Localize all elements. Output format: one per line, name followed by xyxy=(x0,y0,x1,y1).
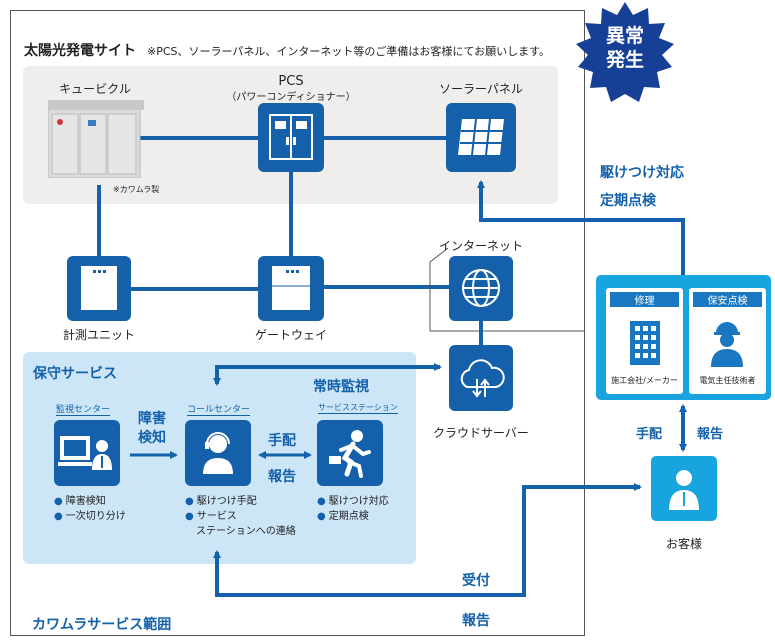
cloud-server-box xyxy=(449,345,513,411)
badge-line-2: 発生 xyxy=(605,49,644,71)
measurement-unit-icon xyxy=(81,266,117,310)
service-station-bullets: 駆けつけ対応 定期点検 xyxy=(317,494,389,524)
globe-icon xyxy=(462,269,500,307)
site-note: ※PCS、ソーラーパネル、インターネット等のご準備はお客様にてお願いします。 xyxy=(147,45,550,58)
bullet-item: 駆けつけ対応 xyxy=(317,494,389,509)
running-person-icon xyxy=(329,430,371,478)
solar-label: ソーラーパネル xyxy=(439,82,523,96)
pcs-icon xyxy=(269,114,313,160)
gateway-label: ゲートウェイ xyxy=(254,328,328,342)
right-arrange-label: 手配 xyxy=(636,427,663,442)
bullet-continuation: ステーションへの連絡 xyxy=(196,526,296,537)
bottom-report-label: 報告 xyxy=(462,613,490,629)
arrow-cloud-callcenter xyxy=(213,363,442,386)
monitoring-center-box xyxy=(54,420,120,486)
repair-card: 修理 施工会社/メーカー xyxy=(606,288,683,394)
repair-caption: 施工会社/メーカー xyxy=(611,376,678,385)
engineer-helmet-icon xyxy=(711,322,743,367)
monitor-operator-icon xyxy=(58,436,112,470)
building-icon xyxy=(630,321,660,365)
constant-monitoring-label: 常時監視 xyxy=(313,379,369,395)
repair-heading: 修理 xyxy=(610,292,679,307)
cloud-icon xyxy=(460,359,505,398)
bullet-item: 駆けつけ手配 xyxy=(185,494,296,509)
headset-operator-icon xyxy=(203,432,233,474)
call-center-label: コールセンター xyxy=(187,402,251,416)
monitoring-center-label: 監視センター xyxy=(56,402,111,416)
customer-label: お客様 xyxy=(665,537,703,551)
cloud-server-label: クラウドサーバー xyxy=(433,426,529,440)
cubicle-image-icon xyxy=(48,100,144,178)
bullet-item: 一次切り分け xyxy=(54,509,126,524)
service-station-label: サービスステーション xyxy=(318,403,398,414)
periodic-inspection-label: 定期点検 xyxy=(600,193,656,209)
call-center-bullets: 駆けつけ手配 サービス ステーションへの連絡 xyxy=(185,494,296,539)
cubicle-note: ※カワムラ製 xyxy=(113,185,160,194)
bullet-item: 定期点検 xyxy=(317,509,389,524)
service-scope-frame xyxy=(10,10,585,636)
service-station-box xyxy=(317,420,383,486)
fault-detection-line-2: 検知 xyxy=(138,430,166,446)
gateway-icon xyxy=(272,266,310,310)
service-scope-label: カワムラサービス範囲 xyxy=(32,617,172,633)
alert-badge-icon xyxy=(576,2,674,102)
reception-label: 受付 xyxy=(462,573,490,589)
solar-box xyxy=(446,103,516,172)
customer-person-icon xyxy=(669,470,699,510)
site-title: 太陽光発電サイト xyxy=(24,43,136,59)
fault-detection-line-1: 障害 xyxy=(138,411,166,427)
measurement-unit-box xyxy=(67,256,131,321)
bullet-item: 障害検知 xyxy=(54,494,126,509)
arrange-label: 手配 xyxy=(268,433,296,449)
gateway-box xyxy=(258,256,324,321)
arrow-uketsuke xyxy=(440,483,642,597)
maintenance-service-title: 保守サービス xyxy=(33,366,117,382)
bullet-item: サービス xyxy=(185,509,296,524)
call-center-box xyxy=(185,420,251,486)
arrow-pro-to-solar xyxy=(477,180,685,275)
solar-panel-icon xyxy=(458,118,504,156)
safety-inspection-caption: 電気主任技術者 xyxy=(699,376,756,385)
cubicle-label: キュービクル xyxy=(59,82,131,96)
badge-line-1: 異常 xyxy=(605,25,644,47)
pcs-box xyxy=(258,103,324,172)
customer-box xyxy=(651,456,717,521)
internet-label: インターネット xyxy=(438,239,524,253)
safety-inspection-heading: 保安点検 xyxy=(693,292,762,307)
arrow-hokoku-callcenter xyxy=(213,550,440,597)
measurement-unit-label: 計測ユニット xyxy=(62,328,136,342)
internet-box xyxy=(449,256,513,321)
fault-detection-label: 障害 検知 xyxy=(138,410,166,448)
report-label: 報告 xyxy=(268,469,296,485)
safety-inspection-card: 保安点検 電気主任技術者 xyxy=(689,288,766,394)
internet-network-outline xyxy=(429,262,584,332)
monitoring-center-bullets: 障害検知 一次切り分け xyxy=(54,494,126,524)
right-report-label: 報告 xyxy=(697,427,724,442)
pcs-label: PCS xyxy=(278,74,304,89)
alert-badge-text: 異常 発生 xyxy=(593,24,657,72)
pcs-sublabel: （パワーコンディショナー） xyxy=(226,92,356,103)
rush-response-label: 駆けつけ対応 xyxy=(600,165,684,181)
